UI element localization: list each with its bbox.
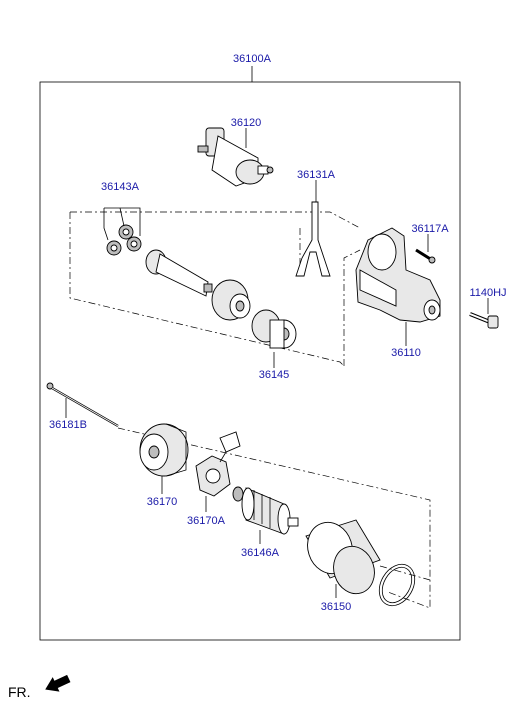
yoke-part[interactable] [301, 516, 381, 599]
planetary-gears-part[interactable] [106, 224, 142, 256]
label-36146A[interactable]: 36146A [241, 547, 280, 559]
label-36100A[interactable]: 36100A [233, 53, 272, 65]
rear-bracket-part[interactable] [139, 423, 189, 477]
internal-gear-part[interactable] [211, 279, 251, 321]
solenoid-part[interactable] [197, 127, 274, 187]
stud-bolt-part[interactable] [415, 248, 436, 264]
label-1140HJ[interactable]: 1140HJ [469, 287, 506, 299]
assembly-frame [39, 81, 461, 641]
brush-holder-part[interactable] [195, 431, 241, 497]
o-ring-part[interactable] [372, 558, 422, 612]
armature-part[interactable] [232, 486, 299, 535]
label-36170[interactable]: 36170 [147, 496, 178, 508]
label-36170A[interactable]: 36170A [187, 515, 226, 527]
shift-lever-part[interactable] [295, 201, 331, 277]
label-36143A[interactable]: 36143A [101, 181, 140, 193]
label-36145[interactable]: 36145 [259, 369, 290, 381]
label-36131A[interactable]: 36131A [297, 169, 336, 181]
overrunning-clutch-part[interactable] [251, 309, 297, 349]
front-direction-label: FR. [8, 684, 31, 700]
alignment-lines-upper [69, 211, 361, 367]
mounting-bolt-part[interactable] [469, 312, 499, 329]
label-36120[interactable]: 36120 [231, 117, 262, 129]
label-36181B[interactable]: 36181B [49, 419, 87, 431]
planetary-shaft-part[interactable] [145, 249, 213, 297]
label-36150[interactable]: 36150 [321, 601, 352, 613]
through-bolt-part[interactable] [46, 382, 119, 427]
label-36110[interactable]: 36110 [391, 347, 421, 359]
alignment-lines-lower [117, 427, 431, 609]
label-36117A[interactable]: 36117A [411, 223, 449, 235]
front-housing-part[interactable] [355, 227, 441, 323]
front-arrow-icon [45, 674, 71, 692]
